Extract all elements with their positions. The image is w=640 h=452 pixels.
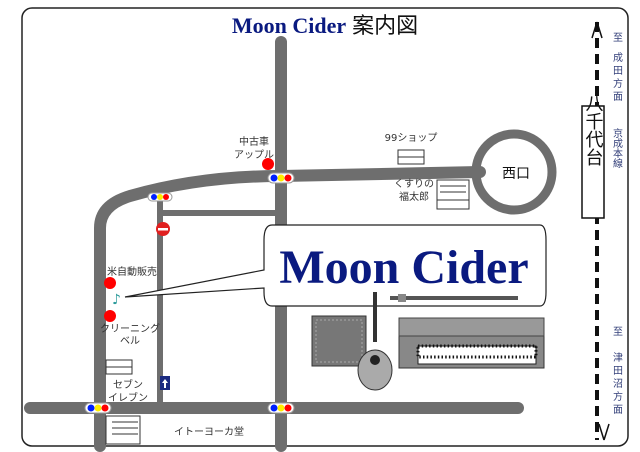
railway-line-name: 京成本線 [611,127,623,168]
label-cleaning-name: ベル [120,335,140,347]
traffic-light-icon [84,402,112,414]
label-drugstore: くすりの [394,178,434,190]
no-entry-icon [156,222,170,236]
south-to: 至 [611,326,623,336]
building-icon [436,179,470,210]
label-99-shop: 99ショップ [385,132,438,144]
flute-icon [390,294,518,302]
callout-store-name: Moon Cider [279,241,528,294]
keyboard-icon [398,317,545,369]
station-exit: 西口 [502,166,530,182]
north-dest: 成田方面 [611,52,623,104]
callout-bubble [124,224,547,307]
building-icon [105,359,133,375]
traffic-light-icon [267,402,295,414]
music-note-icon: ♪ [112,292,121,308]
label-used-car: 中古車 [239,135,269,148]
marker-cleaning [104,310,116,322]
building-icon [397,149,425,165]
guitar-icon [357,292,393,391]
station-box [581,105,605,219]
north-to: 至 [611,32,623,42]
label-ito-yokado: イトーヨーカ堂 [174,426,244,438]
station-name: 八千代台 [583,94,604,166]
arrow-down-icon [598,423,610,441]
label-used-car-name: アップル [234,149,274,161]
building-icon [105,415,141,445]
label-eleven: イレブン [108,391,148,404]
label-cleaning: クリーニング [100,322,160,335]
one-way-arrow-icon [160,376,170,390]
marker-rice [104,277,116,289]
label-rice-vending: 米自動販売 [107,265,157,278]
traffic-light-icon [267,172,295,184]
arrow-up-icon [591,21,603,39]
mixer-icon [311,315,367,367]
marker-used-car [262,158,274,170]
station-road [94,166,486,452]
label-drugstore-name: 福太郎 [399,190,429,203]
station-rotary [471,129,557,215]
south-dest: 津田沼方面 [611,352,623,417]
traffic-light-icon [147,192,173,202]
label-seven: セブン [113,378,143,391]
